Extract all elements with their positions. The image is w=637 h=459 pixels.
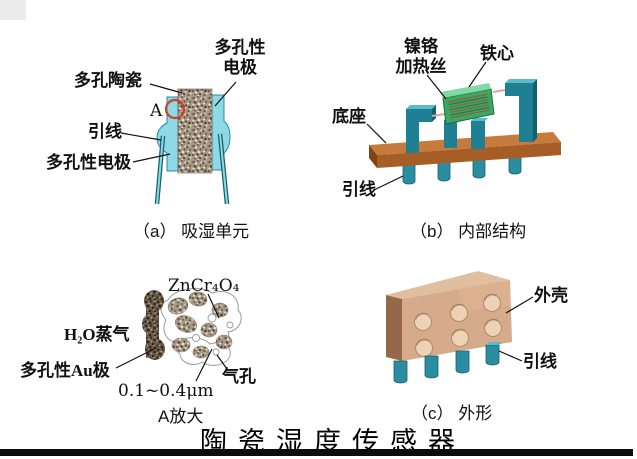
- label-compound: ZnCr₄O₄: [168, 276, 240, 296]
- label-nichrome-heater: 镍铬 加热丝: [395, 37, 447, 77]
- absorption-unit-drawing: [120, 81, 237, 205]
- label-air-pore: 气孔: [222, 367, 256, 386]
- au-electrode-column: [142, 290, 165, 360]
- magnify-circle: [164, 98, 186, 120]
- label-porous-au-electrode: 多孔性Au极: [20, 361, 110, 380]
- outer-shape-drawing: [386, 271, 534, 384]
- caption-panel-a: （a） 吸湿单元: [133, 222, 250, 241]
- label-lead-wire-c: 引线: [523, 352, 557, 371]
- corner-artifact: [0, 0, 26, 20]
- label-magnify-marker: A: [150, 101, 163, 121]
- caption-magnified: A放大: [158, 407, 204, 426]
- label-porous-electrode-top: 多孔性 电极: [214, 38, 266, 78]
- label-porous-electrode-bottom: 多孔性电极: [46, 153, 131, 172]
- bottom-border-bar: [0, 449, 633, 456]
- porous-ceramic-block: [177, 88, 213, 174]
- internal-structure-drawing: [366, 61, 561, 191]
- label-housing: 外壳: [534, 286, 568, 305]
- magnified-grain-drawing: [115, 288, 242, 382]
- label-lead-wire-b: 引线: [342, 180, 376, 199]
- label-water-vapor: H₂O蒸气: [64, 325, 130, 344]
- label-base: 底座: [332, 107, 366, 126]
- label-iron-core: 铁心: [480, 44, 514, 63]
- label-pore-size: 0.1~0.4μm: [118, 381, 214, 401]
- caption-panel-c: （c） 外形: [411, 404, 493, 423]
- caption-panel-b: （b） 内部结构: [410, 222, 527, 241]
- label-lead-wire-a: 引线: [88, 122, 122, 141]
- label-porous-ceramic: 多孔陶瓷: [74, 71, 142, 90]
